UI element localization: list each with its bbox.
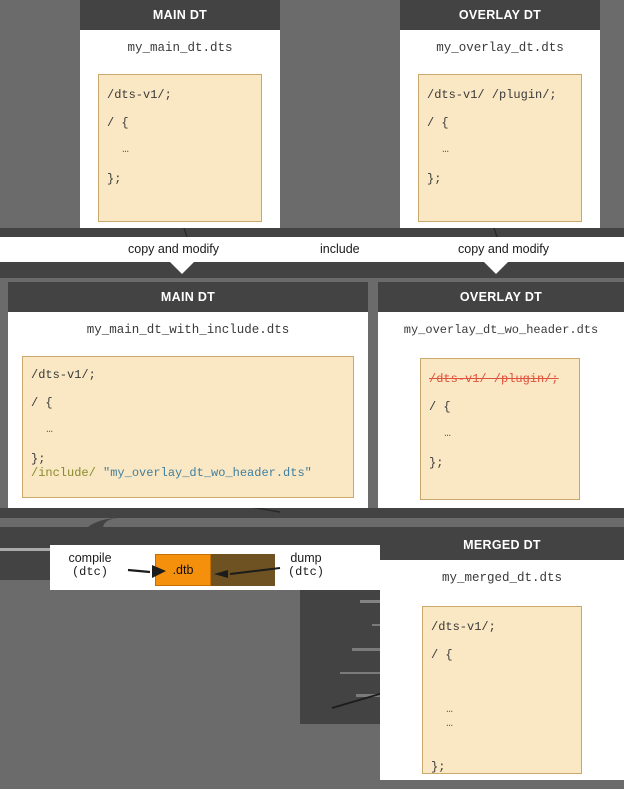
- code-block-merged-dt: /dts-v1/; / { … … };: [422, 606, 582, 774]
- code-line: …: [429, 428, 452, 440]
- flow-band-top: [0, 228, 624, 237]
- panel-body-overlay-dt-mid: my_overlay_dt_wo_header.dts /dts-v1/ /pl…: [378, 312, 624, 500]
- code-line: …: [427, 144, 450, 156]
- compile-label: compile (dtc): [54, 551, 126, 579]
- code-block-overlay-dt-mid: /dts-v1/ /plugin/; / { … };: [420, 358, 580, 500]
- panel-header-main-dt-top: MAIN DT: [80, 0, 280, 30]
- code-block-main-dt-top: /dts-v1/; / { … };: [98, 74, 262, 222]
- flow-band-mid: [0, 262, 624, 278]
- edge-label-include: include: [320, 242, 360, 256]
- filename-my-main-dt-with-include: my_main_dt_with_include.dts: [86, 323, 290, 337]
- filename-my-overlay-dt-wo-header: my_overlay_dt_wo_header.dts: [403, 323, 599, 337]
- compile-label-text: compile: [68, 551, 112, 565]
- code-line: / {: [429, 400, 451, 414]
- filename-my-main-dt: my_main_dt.dts: [127, 41, 233, 55]
- code-line: };: [31, 452, 46, 466]
- code-line: …: [31, 424, 54, 436]
- code-line: /dts-v1/;: [431, 620, 496, 634]
- code-line: …: [431, 704, 454, 716]
- code-line: };: [429, 456, 444, 470]
- code-line: …: [107, 144, 130, 156]
- panel-body-overlay-dt-top: my_overlay_dt.dts /dts-v1/ /plugin/; / {…: [400, 30, 600, 222]
- code-line: };: [107, 172, 122, 186]
- code-line: /dts-v1/ /plugin/;: [427, 88, 557, 102]
- panel-header-merged-dt: MERGED DT: [380, 530, 624, 560]
- panel-merged-dt[interactable]: MERGED DT my_merged_dt.dts /dts-v1/; / {…: [380, 530, 624, 780]
- panel-main-dt-mid[interactable]: MAIN DT my_main_dt_with_include.dts /dts…: [8, 282, 368, 508]
- code-line: /dts-v1/;: [107, 88, 172, 102]
- code-line: / {: [107, 116, 129, 130]
- code-line-include: /include/ "my_overlay_dt_wo_header.dts": [31, 467, 345, 481]
- dtb-artifact[interactable]: .dtb: [155, 554, 211, 586]
- panel-overlay-dt-mid[interactable]: OVERLAY DT my_overlay_dt_wo_header.dts /…: [378, 282, 624, 508]
- panel-main-dt-top[interactable]: MAIN DT my_main_dt.dts /dts-v1/; / { … }…: [80, 0, 280, 228]
- filename-my-overlay-dt: my_overlay_dt.dts: [436, 41, 564, 55]
- code-line: / {: [427, 116, 449, 130]
- code-line: / {: [431, 648, 453, 662]
- code-line: };: [427, 172, 442, 186]
- edge-label-copy-right: copy and modify: [458, 242, 550, 256]
- code-block-main-dt-mid: /dts-v1/; / { … }; /include/ "my_overlay…: [22, 356, 354, 498]
- code-block-overlay-dt-top: /dts-v1/ /plugin/; / { … };: [418, 74, 582, 222]
- code-line: / {: [31, 396, 53, 410]
- code-line: };: [431, 760, 446, 774]
- panel-header-overlay-dt-mid: OVERLAY DT: [378, 282, 624, 312]
- compile-tool-text: (dtc): [71, 565, 108, 579]
- dump-label-text: dump: [290, 551, 322, 565]
- code-line-struck: /dts-v1/ /plugin/;: [429, 372, 559, 386]
- edge-label-strip: [0, 237, 624, 262]
- panel-body-main-dt-mid: my_main_dt_with_include.dts /dts-v1/; / …: [8, 312, 368, 498]
- panel-body-merged-dt: my_merged_dt.dts /dts-v1/; / { … … };: [380, 560, 624, 774]
- code-line: …: [431, 718, 454, 730]
- dtb-tail: [211, 554, 275, 586]
- edge-label-copy-left: copy and modify: [128, 242, 220, 256]
- flow-band-lower: [0, 508, 624, 518]
- dump-label: dump (dtc): [276, 551, 336, 579]
- panel-body-main-dt-top: my_main_dt.dts /dts-v1/; / { … };: [80, 30, 280, 222]
- dump-tool-text: (dtc): [287, 565, 324, 579]
- filename-my-merged-dt: my_merged_dt.dts: [441, 571, 563, 585]
- include-target: "my_overlay_dt_wo_header.dts": [103, 466, 312, 480]
- panel-header-main-dt-mid: MAIN DT: [8, 282, 368, 312]
- code-line: /dts-v1/;: [31, 368, 96, 382]
- panel-overlay-dt-top[interactable]: OVERLAY DT my_overlay_dt.dts /dts-v1/ /p…: [400, 0, 600, 228]
- include-keyword: /include/: [31, 466, 96, 480]
- panel-header-overlay-dt-top: OVERLAY DT: [400, 0, 600, 30]
